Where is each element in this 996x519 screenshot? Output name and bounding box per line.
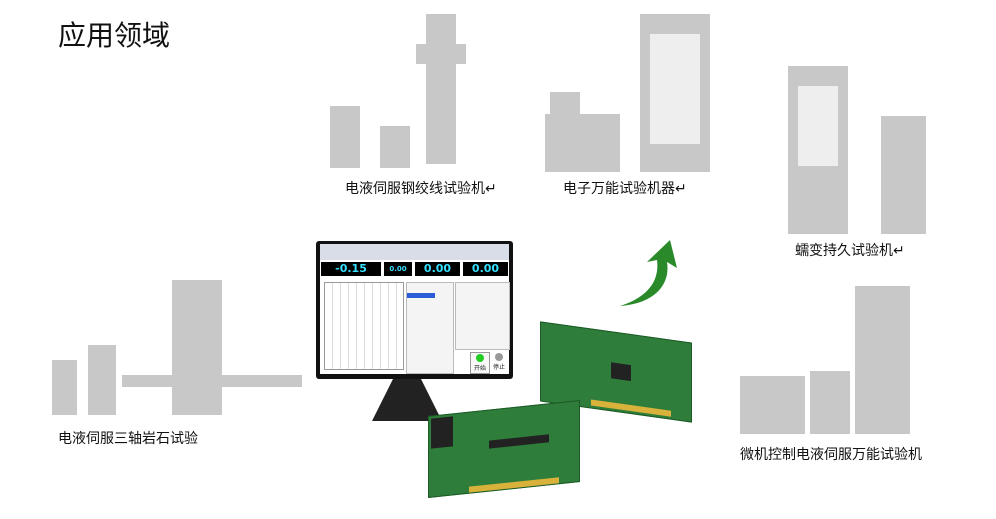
isa-board-image — [428, 400, 580, 498]
stop-button[interactable]: 停止 — [490, 352, 508, 372]
readout-force: -0.15 — [321, 262, 381, 276]
monitor-image: -0.15 0.00 0.00 0.00 开始 停止 — [316, 241, 513, 379]
creep-machine-image — [783, 66, 928, 236]
parameter-list — [406, 282, 454, 374]
strand-machine-label: 电液伺服钢绞线试验机↵ — [345, 181, 497, 197]
readout-deformation: 0.00 — [463, 262, 508, 276]
rock-machine-label: 电液伺服三轴岩石试验 — [58, 431, 198, 447]
microcomputer-machine-label: 微机控制电液伺服万能试验机 — [740, 447, 922, 463]
universal-machine-label: 电子万能试验机器↵ — [563, 181, 687, 197]
readout-displacement: 0.00 — [415, 262, 460, 276]
universal-machine-image — [545, 14, 715, 174]
page-title: 应用领域 — [58, 19, 171, 52]
microcomputer-machine-image — [740, 286, 910, 436]
start-button[interactable]: 开始 — [470, 352, 490, 374]
strand-machine-image — [330, 14, 480, 174]
arrow-icon — [620, 240, 677, 306]
curve-chart — [324, 282, 404, 370]
start-label: 开始 — [473, 365, 486, 372]
control-panel — [455, 282, 510, 350]
rock-machine-image — [52, 280, 302, 420]
readout-small: 0.00 — [384, 262, 412, 276]
software-screen: -0.15 0.00 0.00 0.00 开始 停止 — [320, 244, 510, 374]
creep-machine-label: 蠕变持久试验机↵ — [795, 243, 905, 259]
stop-label: 停止 — [492, 364, 505, 371]
